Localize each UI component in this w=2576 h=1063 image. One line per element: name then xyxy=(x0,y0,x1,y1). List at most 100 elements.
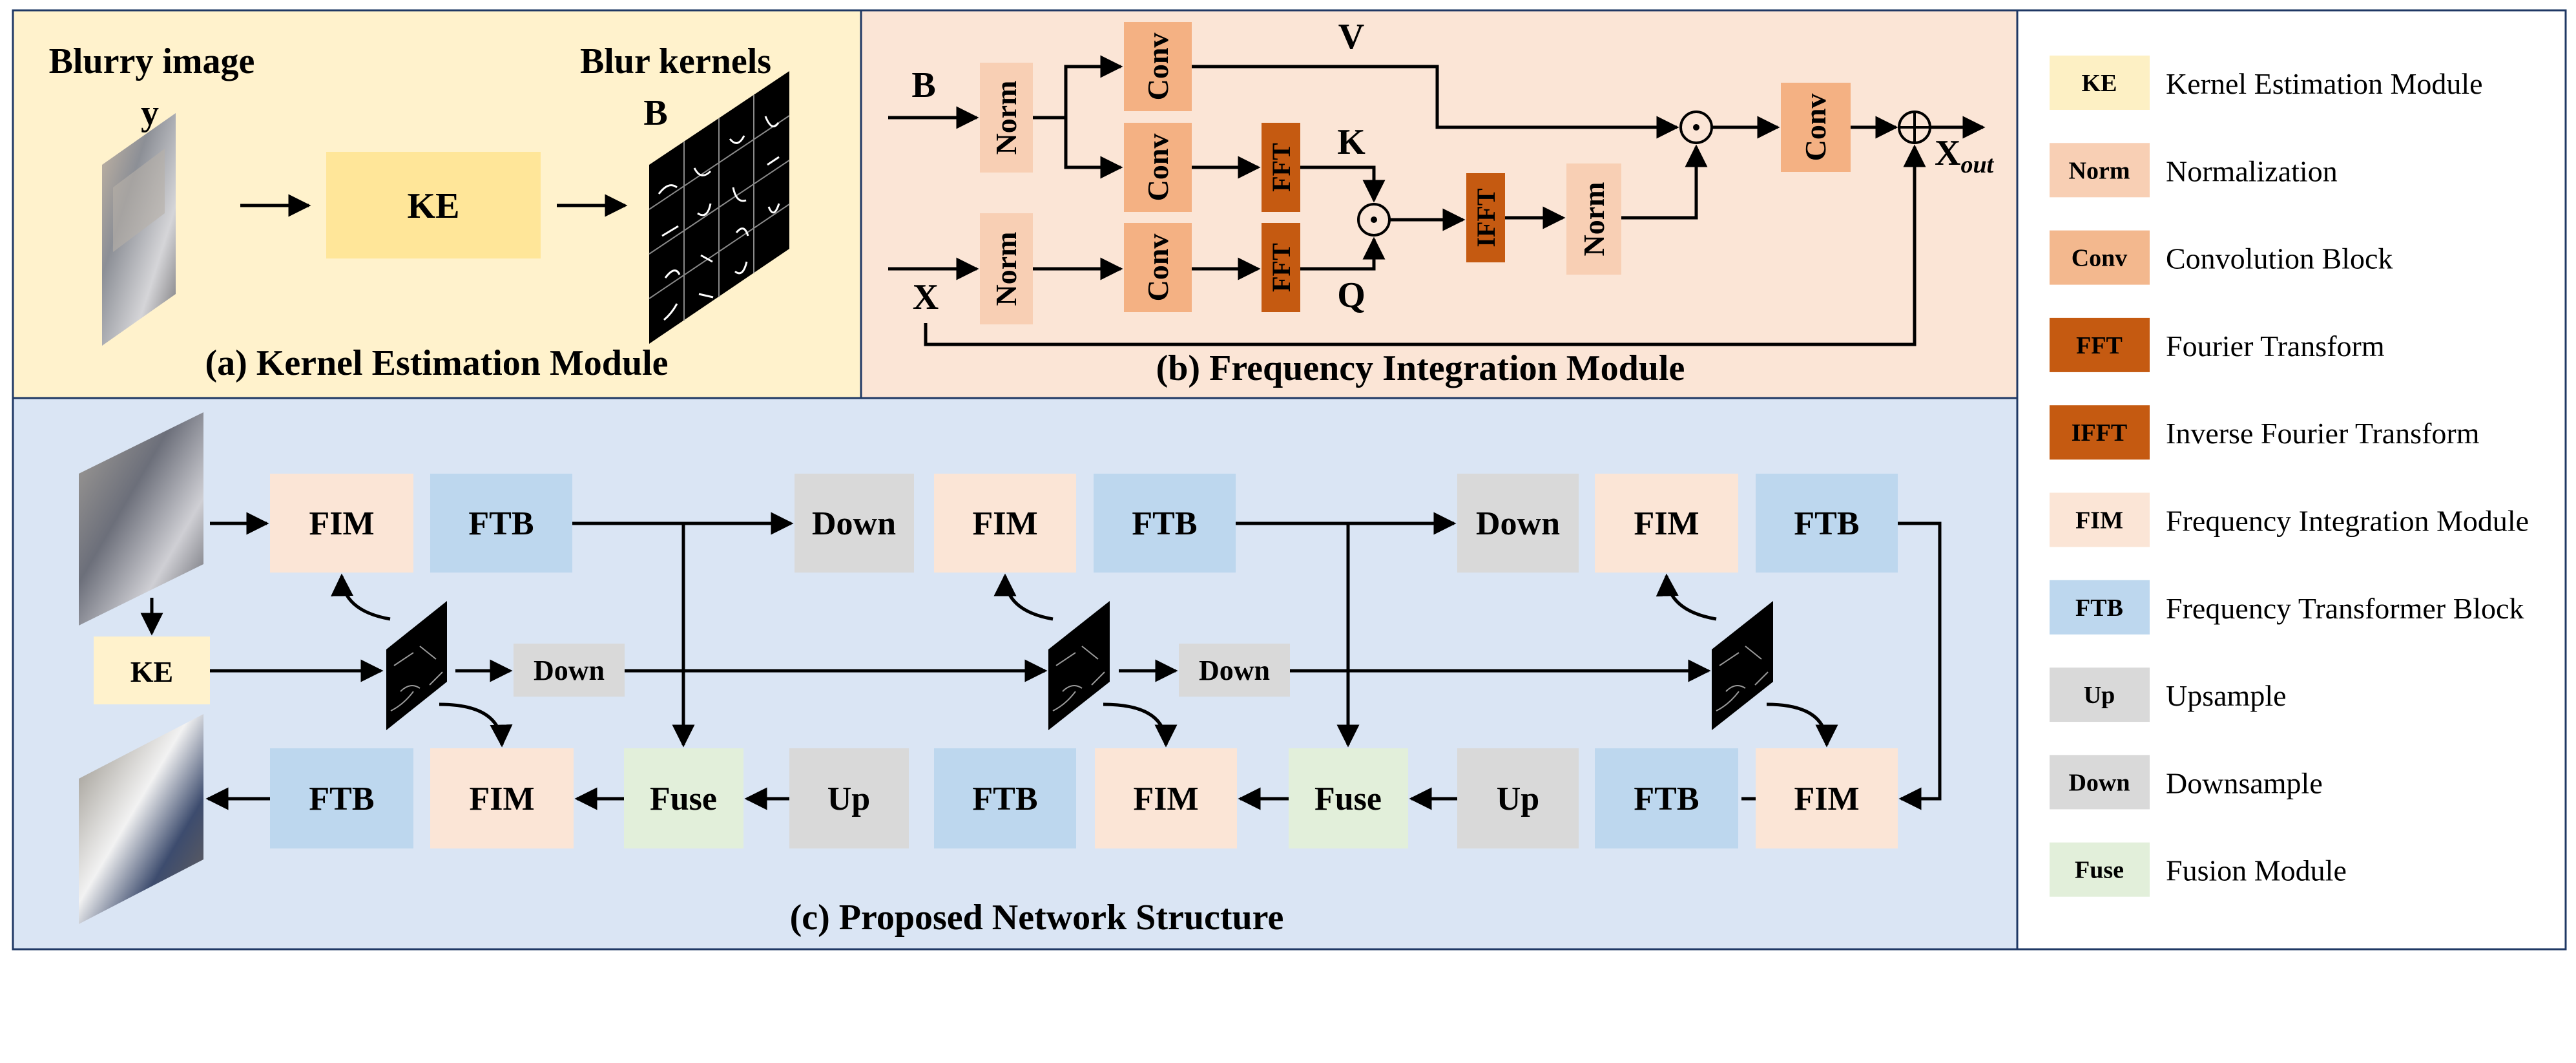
blurry-image-title: Blurry image xyxy=(49,41,255,81)
ifft-block xyxy=(1466,173,1505,262)
fim-enc-2-label: FIM xyxy=(972,505,1037,542)
ftb-dec-3-label: FTB xyxy=(1634,781,1699,817)
ftb-dec-2 xyxy=(934,748,1076,848)
conv-final-label: Conv xyxy=(1799,94,1832,162)
legend-abbr: Up xyxy=(2084,682,2115,709)
down-enc-1-label: Down xyxy=(812,505,896,542)
down-enc-2 xyxy=(1457,474,1579,573)
ftb-dec-1 xyxy=(270,748,413,848)
blurry-image-variable: y xyxy=(141,93,159,133)
fim-bottleneck-dec-label: FIM xyxy=(1794,781,1859,817)
norm-block-b xyxy=(980,63,1033,173)
up-dec-2-label: Up xyxy=(1497,781,1539,817)
legend-abbr: KE xyxy=(2082,70,2117,97)
down-kernel-1 xyxy=(514,644,625,697)
legend-description: Frequency Integration Module xyxy=(2166,505,2529,538)
legend-description: Inverse Fourier Transform xyxy=(2166,417,2480,450)
legend-swatch-up xyxy=(2050,668,2150,722)
fuse-dec-2-label: Fuse xyxy=(1314,781,1382,817)
ke-block-c xyxy=(94,637,210,704)
ftb-bottleneck-label: FTB xyxy=(1794,505,1859,542)
ifft-label: IFFT xyxy=(1471,188,1501,247)
label-v: V xyxy=(1338,17,1364,57)
kernel-map-texture xyxy=(390,646,1769,711)
legend-swatch-fuse xyxy=(2050,842,2150,897)
panel-kernel-estimation: Blurry image y KE Blur kernels B (a) Ker… xyxy=(12,9,862,399)
kernel-map-2 xyxy=(1048,601,1110,730)
legend-description: Fusion Module xyxy=(2166,854,2347,887)
legend-description: Fourier Transform xyxy=(2166,330,2385,363)
blur-kernels-title: Blur kernels xyxy=(580,41,771,81)
legend-swatch-conv xyxy=(2050,230,2150,285)
conv-q-label: Conv xyxy=(1141,234,1174,302)
ftb-dec-3 xyxy=(1595,748,1738,848)
down-enc-2-label: Down xyxy=(1476,505,1560,542)
fim-enc-1 xyxy=(270,474,413,573)
fft-block-q xyxy=(1262,223,1300,312)
label-q: Q xyxy=(1337,275,1366,315)
fft-block-k xyxy=(1262,123,1300,212)
fuse-dec-1 xyxy=(624,748,743,848)
panel-frequency-integration: B X Norm Norm Conv Conv Conv FFT FFT IFF… xyxy=(860,9,2019,399)
fft-q-label: FFT xyxy=(1267,243,1296,292)
blur-kernel-grid-lines xyxy=(649,95,790,321)
norm-block-after-ifft xyxy=(1566,163,1621,275)
norm-after-ifft-label: Norm xyxy=(1577,182,1610,257)
fim-bottleneck-enc-label: FIM xyxy=(1634,505,1699,542)
down-kernel-1-label: Down xyxy=(534,655,605,686)
legend-item-up: Up Upsample xyxy=(2050,668,2287,722)
fim-input-x: X xyxy=(913,277,939,317)
fim-dec-2 xyxy=(1095,748,1237,848)
ke-block-c-label: KE xyxy=(130,655,173,688)
legend-abbr: Down xyxy=(2068,769,2130,796)
up-dec-2 xyxy=(1457,748,1579,848)
fim-dec-2-label: FIM xyxy=(1133,781,1198,817)
legend-swatch-ftb xyxy=(2050,580,2150,635)
network-input-photo xyxy=(79,412,203,626)
fuse-dec-1-label: Fuse xyxy=(650,781,717,817)
legend-abbr: Fuse xyxy=(2075,857,2124,884)
blur-kernel-strokes xyxy=(658,116,780,321)
legend-abbr: IFFT xyxy=(2072,419,2128,447)
legend-swatch-fim xyxy=(2050,492,2150,547)
ke-block xyxy=(326,152,541,258)
output-x-out: Xout xyxy=(1935,133,1995,178)
legend-description: Normalization xyxy=(2166,154,2338,187)
legend-abbr: Conv xyxy=(2072,245,2128,272)
legend-item-conv: Conv Convolution Block xyxy=(2050,230,2393,285)
down-kernel-2-label: Down xyxy=(1199,655,1270,686)
ftb-enc-2-label: FTB xyxy=(1132,505,1197,542)
legend-item-ifft: IFFT Inverse Fourier Transform xyxy=(2050,405,2480,460)
kernel-map-3 xyxy=(1712,601,1773,730)
ftb-enc-1 xyxy=(430,474,572,573)
network-output-photo xyxy=(79,714,203,924)
legend-description: Downsample xyxy=(2166,766,2323,799)
panel-b-arrows xyxy=(888,55,1986,346)
conv-block-q xyxy=(1124,223,1192,312)
conv-block-final xyxy=(1781,83,1851,172)
up-dec-1 xyxy=(789,748,909,848)
fft-k-label: FFT xyxy=(1267,143,1296,192)
legend-item-fim: FIM Frequency Integration Module xyxy=(2050,492,2529,547)
fim-bottleneck-enc xyxy=(1595,474,1738,573)
fim-enc-2 xyxy=(934,474,1076,573)
legend-abbr: FTB xyxy=(2075,595,2123,622)
conv-k-label: Conv xyxy=(1141,134,1174,202)
label-k: K xyxy=(1337,122,1366,162)
legend-swatch-norm xyxy=(2050,143,2150,198)
legend-description: Convolution Block xyxy=(2166,242,2393,275)
legend-swatch-ifft xyxy=(2050,405,2150,460)
norm-block-x xyxy=(980,213,1033,324)
blurry-photo-car-shape xyxy=(113,149,165,252)
fuse-dec-2 xyxy=(1289,748,1408,848)
ke-block-label: KE xyxy=(408,186,460,226)
legend-abbr: FIM xyxy=(2075,507,2123,534)
down-kernel-2 xyxy=(1179,644,1290,697)
legend-description: Upsample xyxy=(2166,679,2287,712)
ftb-enc-1-label: FTB xyxy=(468,505,534,542)
conv-block-k xyxy=(1124,123,1192,212)
